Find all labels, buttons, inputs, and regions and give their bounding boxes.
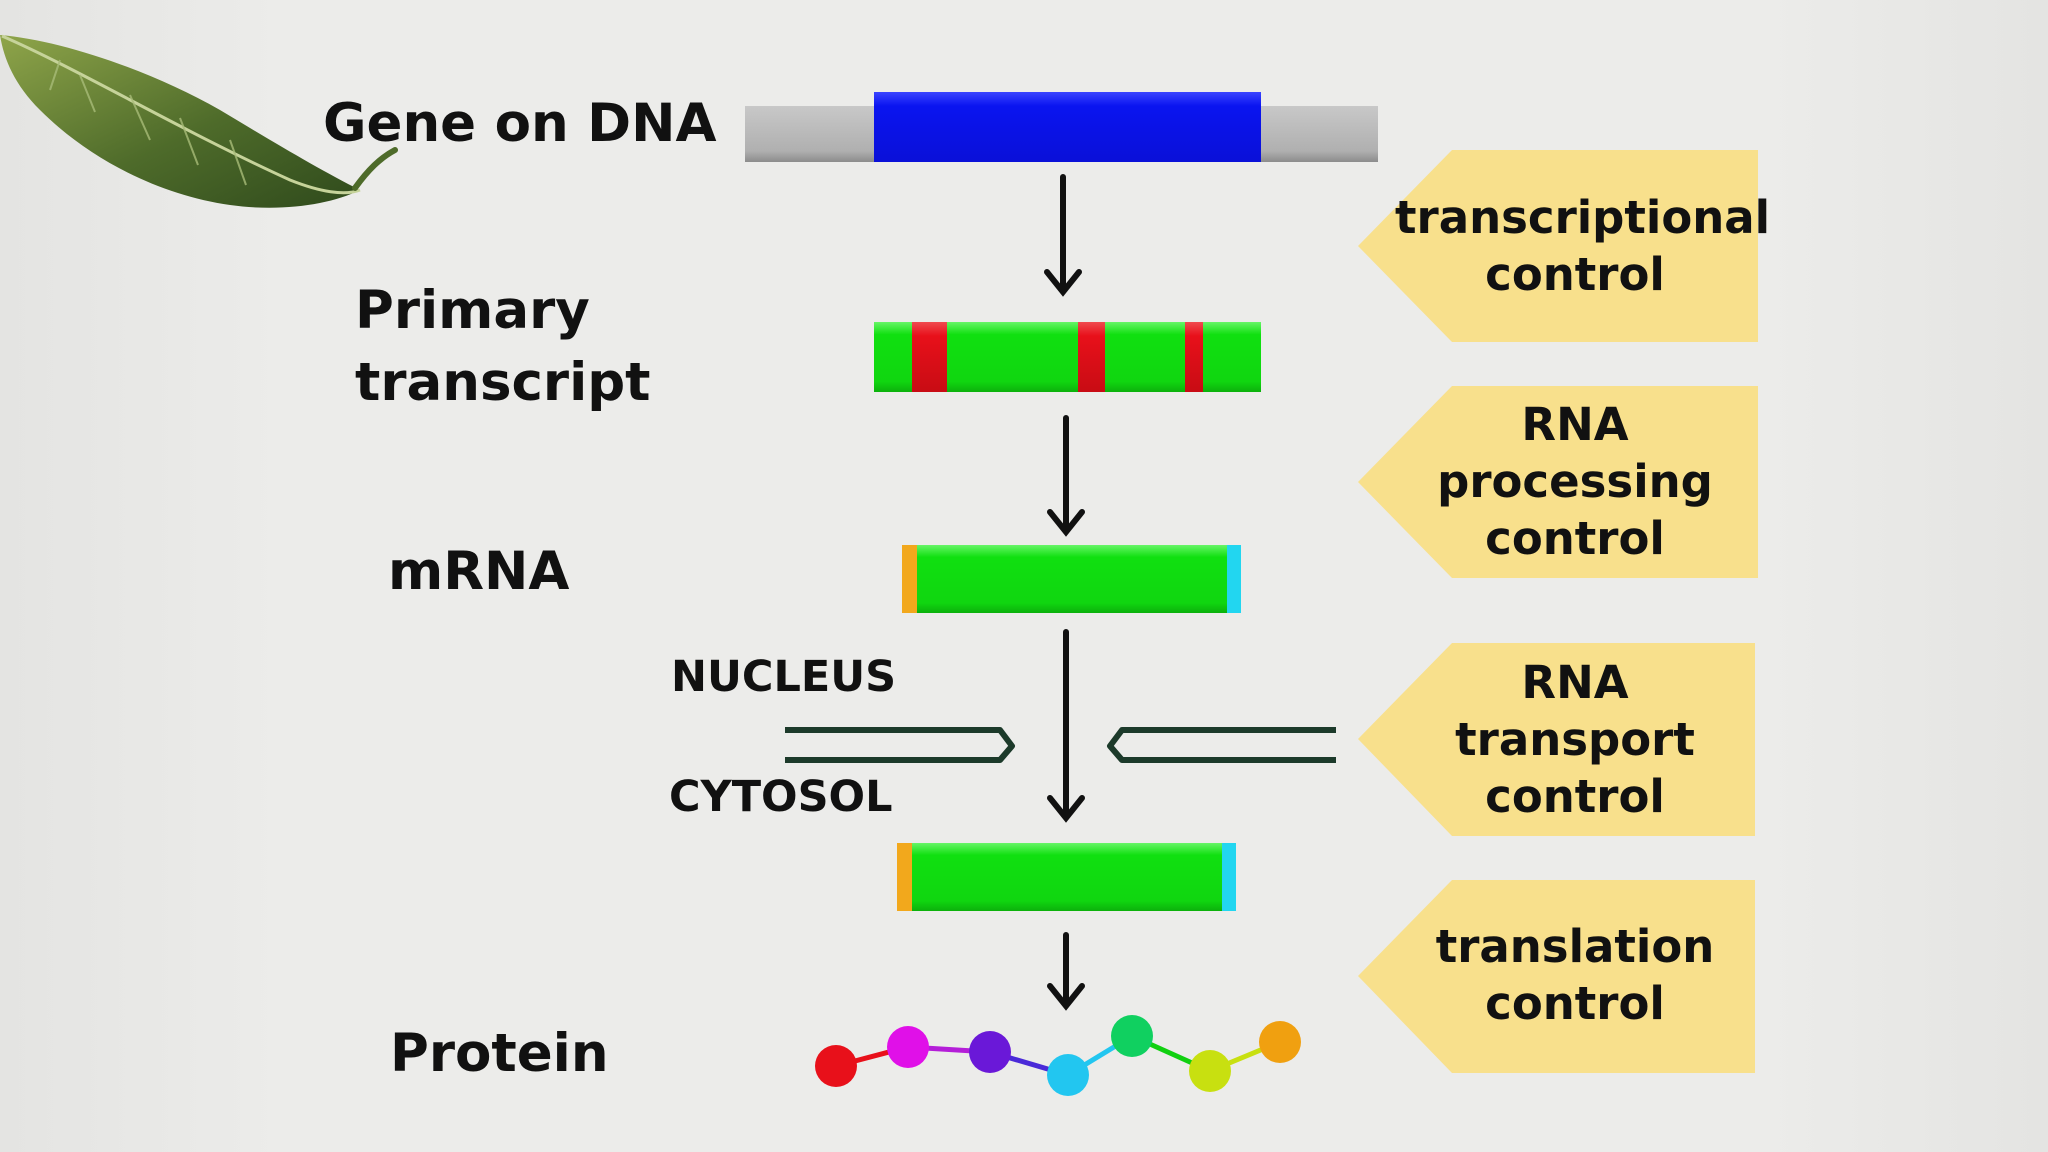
- mrna-bar-cytosol: [897, 843, 1236, 911]
- mrna-body: [902, 545, 1241, 613]
- bead-orange: [1259, 1021, 1301, 1063]
- dna-flank-left: [745, 106, 875, 162]
- intron-segment-3: [1185, 322, 1203, 392]
- mrna-bar-nucleus: [902, 545, 1241, 613]
- primary-transcript-bar: [874, 322, 1261, 392]
- control-label-rna-transport: RNA transport control: [1455, 656, 1695, 823]
- gene-segment: [874, 92, 1261, 162]
- control-box-4: [1358, 880, 1755, 1073]
- bead-magenta: [887, 1026, 929, 1068]
- arrow-3: [1047, 629, 1085, 823]
- control-box-3: [1358, 643, 1755, 836]
- bead-red: [815, 1045, 857, 1087]
- nuclear-membrane: [785, 727, 1336, 763]
- mrna-tail: [1222, 843, 1236, 911]
- mrna-body: [897, 843, 1236, 911]
- dna-flank-right: [1260, 106, 1378, 162]
- bead-cyan: [1047, 1054, 1089, 1096]
- arrow-2: [1047, 415, 1085, 537]
- stage-label-mrna: mRNA: [388, 541, 570, 602]
- control-label-transcriptional: transcriptional control: [1395, 191, 1771, 301]
- compartment-label-nucleus: NUCLEUS: [671, 652, 897, 702]
- stage-label-primary-transcript: Primary transcript: [355, 280, 651, 413]
- membrane-right: [1107, 727, 1336, 763]
- intron-segment-2: [1078, 322, 1105, 392]
- bead-green: [1111, 1015, 1153, 1057]
- stage-label-gene: Gene on DNA: [323, 93, 717, 154]
- protein-chain: [815, 1015, 1301, 1096]
- leaf-icon: [0, 34, 398, 208]
- compartment-label-cytosol: CYTOSOL: [669, 772, 893, 822]
- dna-bar: [745, 92, 1378, 162]
- bead-purple: [969, 1031, 1011, 1073]
- arrow-4: [1047, 932, 1085, 1011]
- control-label-rna-processing: RNA processing control: [1437, 398, 1713, 565]
- bead-yellow-green: [1189, 1050, 1231, 1092]
- control-box-1: [1358, 150, 1758, 342]
- mrna-cap: [897, 843, 912, 911]
- mrna-tail: [1227, 545, 1241, 613]
- control-box-2: [1358, 386, 1758, 578]
- control-label-translation: translation control: [1435, 920, 1715, 1030]
- mrna-cap: [902, 545, 917, 613]
- membrane-left: [785, 727, 1015, 763]
- arrow-1: [1044, 174, 1082, 297]
- stage-label-protein: Protein: [390, 1023, 609, 1084]
- intron-segment-1: [912, 322, 947, 392]
